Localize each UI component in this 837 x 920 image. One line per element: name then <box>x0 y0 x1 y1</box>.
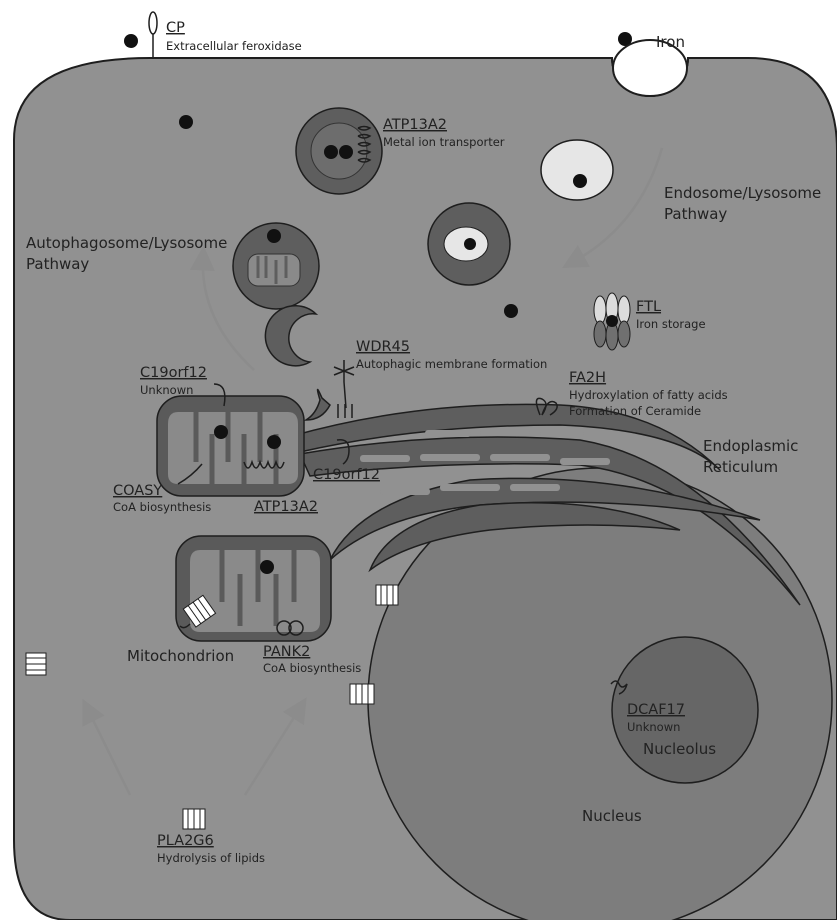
nucleolus-label: Nucleolus <box>643 740 716 758</box>
coasy-gene-label: COASY <box>113 483 162 499</box>
dcaf17-protein <box>610 680 628 695</box>
mitochondrion-upper <box>156 383 305 497</box>
iron-particle <box>260 560 274 574</box>
c19orf12-mito-protein <box>213 383 226 407</box>
wdr45-description: Autophagic membrane formation <box>356 357 547 371</box>
pla2g6-arrow-left <box>82 698 132 796</box>
pla2g6-protein <box>182 808 206 830</box>
atp13a2-top-gene-label: ATP13A2 <box>383 117 447 133</box>
pla2g6-description: Hydrolysis of lipids <box>157 851 265 865</box>
wdr45-protein <box>333 360 355 418</box>
fa2h-description-line1: Hydroxylation of fatty acids <box>569 388 728 402</box>
cp-gene-label: CP <box>166 20 185 36</box>
fa2h-description-line2: Formation of Ceramide <box>569 404 701 418</box>
coasy-protein <box>177 463 203 485</box>
autophagosome <box>232 222 320 310</box>
iron-particle <box>267 435 281 449</box>
c19orf12-er-protein <box>336 438 350 465</box>
pla2g6-arrow-right <box>243 697 307 796</box>
plasma-membrane-protein <box>25 652 47 676</box>
iron-particle <box>267 229 281 243</box>
cp-protein <box>148 11 158 58</box>
iron-particle <box>464 238 476 250</box>
wdr45-gene-label: WDR45 <box>356 339 410 355</box>
ftl-ferritin <box>593 292 631 351</box>
mitochondrion-lower <box>175 535 332 642</box>
autophagosome-pathway-arrow <box>189 245 255 371</box>
autophagosome-pathway-label-line1: Autophagosome/Lysosome <box>26 234 227 252</box>
atp13a2-top-description: Metal ion transporter <box>383 135 505 149</box>
endoplasmic-reticulum <box>290 388 801 606</box>
dcaf17-description: Unknown <box>627 720 680 734</box>
dcaf17-gene-label: DCAF17 <box>627 702 685 718</box>
iron-particle <box>606 315 618 327</box>
c19orf12-er-label: C19orf12 <box>313 467 380 483</box>
endosome-light <box>540 139 614 201</box>
phagophore <box>264 305 319 367</box>
cp-description: Extracellular feroxidase <box>166 39 302 53</box>
ftl-description: Iron storage <box>636 317 706 331</box>
c19orf12-top-gene-label: C19orf12 <box>140 365 207 381</box>
nuclear-membrane-protein-upper <box>375 584 399 606</box>
iron-particle <box>504 304 518 318</box>
autophagosome-pathway-label-line2: Pathway <box>26 255 89 273</box>
mitochondrion-label: Mitochondrion <box>127 647 234 665</box>
er-label-line2: Reticulum <box>703 458 778 476</box>
endosome-pathway-label-line1: Endosome/Lysosome <box>664 184 821 202</box>
nucleolus <box>611 636 759 784</box>
atp13a2-mito-label: ATP13A2 <box>254 499 318 515</box>
atp13a2-mito-protein <box>243 459 285 469</box>
coasy-description: CoA biosynthesis <box>113 500 211 514</box>
iron-particle <box>339 145 353 159</box>
lysosome-atp13a2 <box>295 107 383 195</box>
pla2g6-gene-label: PLA2G6 <box>157 833 214 849</box>
er-label-line1: Endoplasmic <box>703 437 798 455</box>
iron-label: Iron <box>656 33 685 51</box>
iron-particle <box>214 425 228 439</box>
iron-particle <box>618 32 632 46</box>
nucleus-label: Nucleus <box>582 807 642 825</box>
iron-particle <box>573 174 587 188</box>
endosome-pathway-arrow <box>562 147 664 269</box>
iron-particle <box>324 145 338 159</box>
c19orf12-top-description: Unknown <box>140 383 193 397</box>
ftl-gene-label: FTL <box>636 299 661 315</box>
mito-transmembrane-protein <box>182 594 217 628</box>
fa2h-gene-label: FA2H <box>569 370 606 386</box>
nuclear-membrane-protein-lower <box>349 683 375 705</box>
fa2h-protein <box>535 397 558 416</box>
endosome-dark <box>427 202 511 286</box>
iron-particle <box>124 34 138 48</box>
pank2-gene-label: PANK2 <box>263 644 310 660</box>
pank2-protein <box>276 620 304 636</box>
endosome-pathway-label-line2: Pathway <box>664 205 727 223</box>
iron-particle <box>179 115 193 129</box>
pank2-description: CoA biosynthesis <box>263 661 361 675</box>
